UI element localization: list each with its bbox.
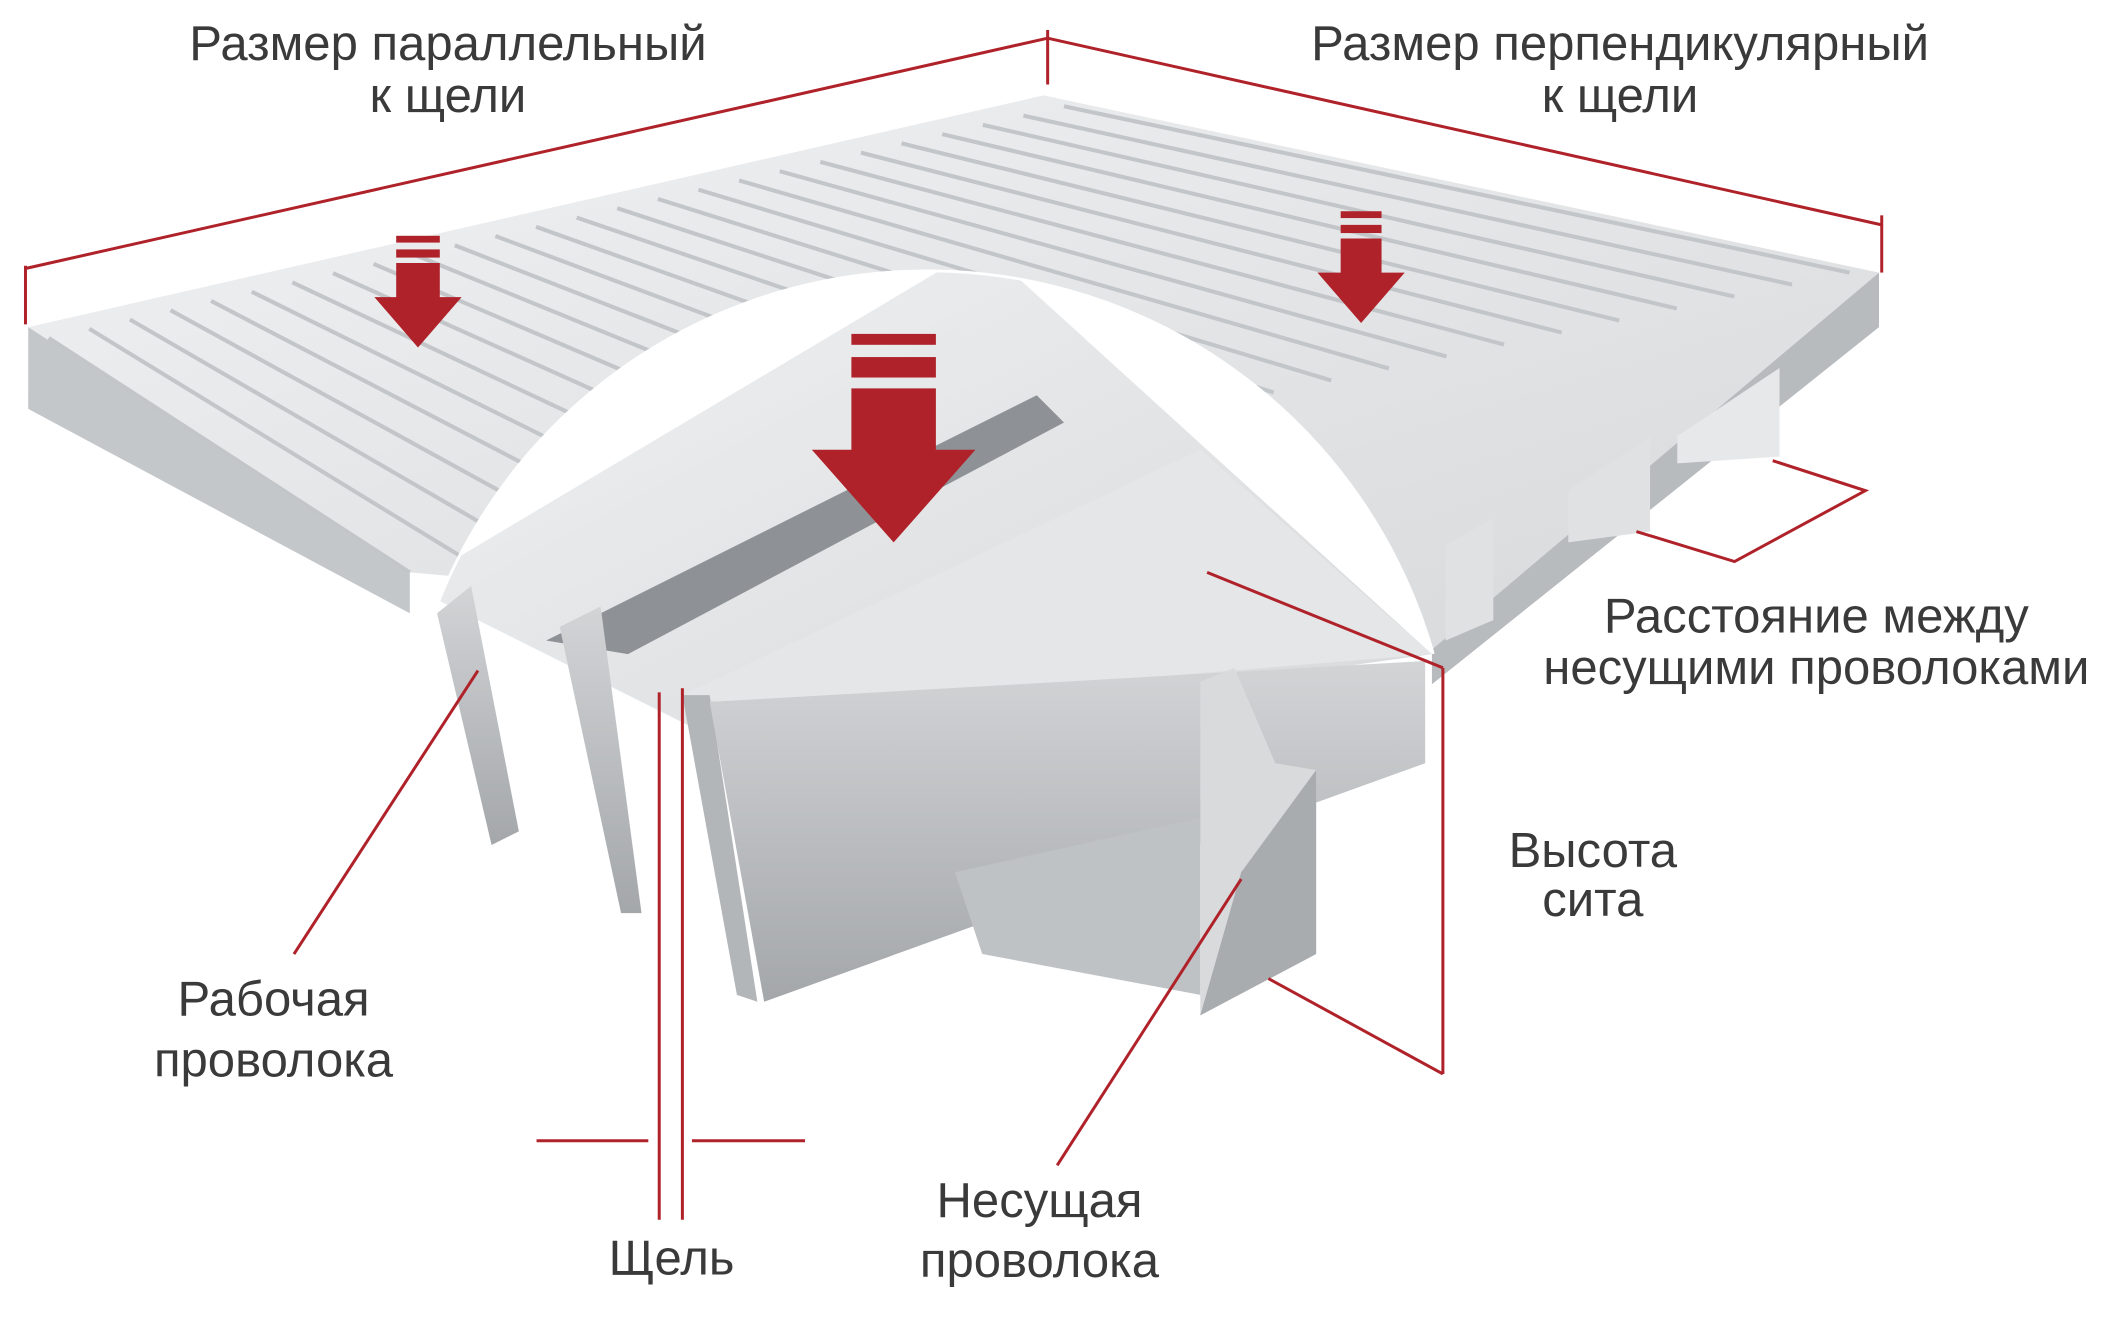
working-wire-stripe [128,317,527,551]
working-wire-label-2: проволока [154,1034,394,1088]
support-spacing-label-2: несущими проволоками [1543,641,2089,695]
support-wire-back-2 [1568,436,1651,543]
screen-height-label: Высота [1509,824,1678,878]
perpendicular-size-label: Размер перпендикулярный [1311,17,1929,71]
arrow-down-large-icon [811,333,976,543]
working-wire-stripe [1022,113,1793,287]
working-wire-stripe [860,150,1563,335]
support-spacing-label: Расстояние между [1604,589,2029,643]
working-wire-label: Рабочая [178,972,370,1026]
support-wire-label: Несущая [936,1174,1142,1228]
working-wire-stripe [941,132,1678,311]
magnified-detail [407,269,1435,1322]
working-wire-stripe [779,169,1448,359]
support-wire-back-1 [1445,517,1494,641]
screen-height-label-2: сита [1542,873,1644,927]
working-wire-stripe [47,336,411,575]
perpendicular-size-label-2: к щели [1542,69,1699,123]
working-wire-stripe [819,159,1505,347]
working-wire-stripe [738,178,1390,371]
support-wire-back-3 [1677,367,1780,464]
parallel-size-label: Размер параллельный [189,17,706,71]
arrow-down-icon [374,235,462,348]
support-wire-label-2: проволока [920,1234,1160,1288]
working-wire-stripe [1063,104,1851,275]
parallel-size-label-2: к щели [370,69,527,123]
working-wire-stripe [982,122,1735,299]
flow-arrows [374,211,1405,543]
slot-label: Щель [609,1231,735,1285]
working-wire-stripe [88,326,469,563]
dimension-lines [23,29,1884,1220]
working-wire-stripe [901,141,1620,323]
arrow-down-icon [1317,211,1405,324]
